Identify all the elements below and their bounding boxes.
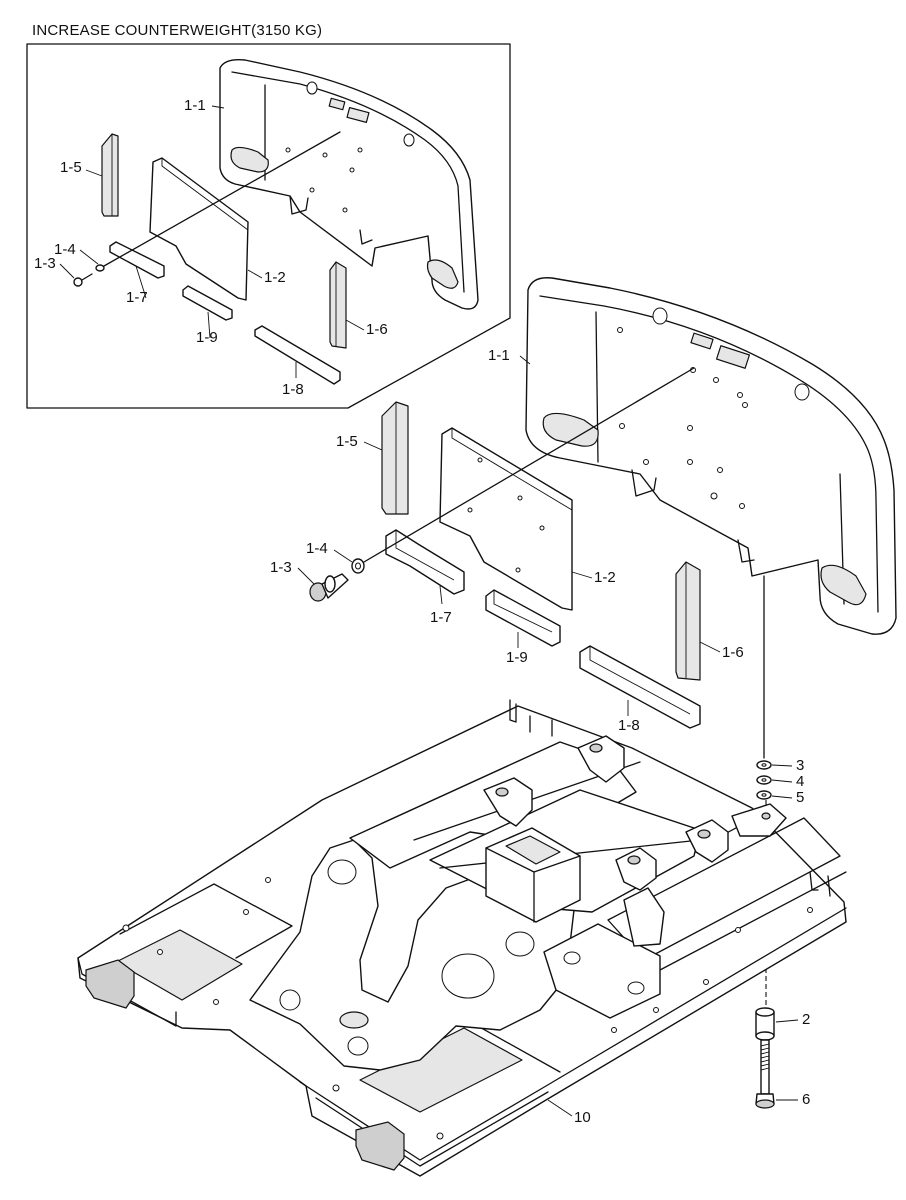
inset-bar-1-8 bbox=[254, 325, 341, 385]
label-4: 4 bbox=[796, 773, 804, 790]
washer-5 bbox=[756, 790, 772, 800]
inset-label-1-6: 1-6 bbox=[366, 321, 388, 338]
sleeve-2 bbox=[755, 1007, 775, 1041]
inset-frame bbox=[26, 43, 511, 409]
inset-label-1-4: 1-4 bbox=[54, 241, 76, 258]
counterweight-1-1 bbox=[525, 277, 897, 635]
label-6: 6 bbox=[802, 1091, 810, 1108]
inset-leader-line bbox=[103, 131, 341, 267]
inset-bar-1-9 bbox=[182, 285, 233, 321]
inset-plate-1-2 bbox=[149, 157, 249, 301]
spacer-1-6 bbox=[675, 561, 701, 681]
label-1-7: 1-7 bbox=[430, 609, 452, 626]
label-1-5: 1-5 bbox=[336, 433, 358, 450]
bolt-leader-line bbox=[363, 367, 695, 563]
label-3: 3 bbox=[796, 757, 804, 774]
label-1-2: 1-2 bbox=[594, 569, 616, 586]
inset-counterweight-1-1 bbox=[219, 58, 479, 310]
inset-bar-1-7 bbox=[109, 241, 165, 279]
washer-1-4 bbox=[351, 558, 365, 574]
inset-label-1-5: 1-5 bbox=[60, 159, 82, 176]
washer-3 bbox=[756, 760, 772, 770]
diagram-title: INCREASE COUNTERWEIGHT(3150 KG) bbox=[32, 22, 323, 39]
label-1-4: 1-4 bbox=[306, 540, 328, 557]
label-5: 5 bbox=[796, 789, 804, 806]
bolt-1-3 bbox=[309, 573, 349, 602]
bar-1-7 bbox=[385, 529, 465, 595]
inset-bolt-1-3 bbox=[73, 273, 93, 287]
plate-1-2 bbox=[439, 427, 573, 611]
inset-label-1-1: 1-1 bbox=[184, 97, 206, 114]
washer-4 bbox=[756, 775, 772, 785]
inset-label-1-3: 1-3 bbox=[34, 255, 56, 272]
spacer-1-5 bbox=[381, 401, 409, 515]
inset-labels: 1-1 1-2 1-3 1-4 1-5 1-6 1-7 1-8 1-9 bbox=[34, 97, 388, 398]
bolt-6 bbox=[755, 1039, 775, 1109]
label-1-9: 1-9 bbox=[506, 649, 528, 666]
inset-label-1-8: 1-8 bbox=[282, 381, 304, 398]
label-1-1: 1-1 bbox=[488, 347, 510, 364]
label-1-8: 1-8 bbox=[618, 717, 640, 734]
main-labels: 1-1 1-2 1-3 1-4 1-5 1-6 1-7 1-8 1-9 2 3 … bbox=[270, 347, 810, 1126]
inset-label-1-7: 1-7 bbox=[126, 289, 148, 306]
bar-1-9 bbox=[485, 589, 561, 647]
label-1-6: 1-6 bbox=[722, 644, 744, 661]
inset-label-1-2: 1-2 bbox=[264, 269, 286, 286]
inset-spacer-1-6 bbox=[329, 261, 347, 349]
upper-frame-10 bbox=[77, 699, 847, 1177]
label-10: 10 bbox=[574, 1109, 591, 1126]
label-2: 2 bbox=[802, 1011, 810, 1028]
inset-spacer-1-5 bbox=[101, 133, 119, 217]
inset-washer-1-4 bbox=[95, 264, 105, 272]
label-1-3: 1-3 bbox=[270, 559, 292, 576]
inset-label-1-9: 1-9 bbox=[196, 329, 218, 346]
bar-1-8 bbox=[579, 645, 701, 729]
